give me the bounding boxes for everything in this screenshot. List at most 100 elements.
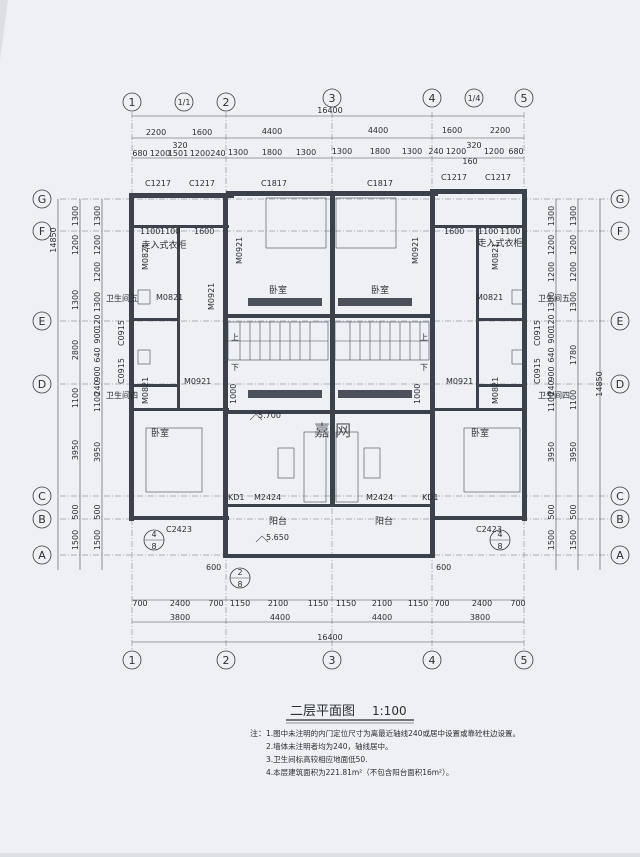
dim-bot-6: 1150 [308,599,328,608]
window-c1817-a: C1817 [261,179,287,188]
door-m0921-a: M0921 [207,283,216,310]
axis-bot-3: 3 [329,654,336,667]
dim-inner-1100-b: 1100 [160,227,180,236]
title-block: 二层平面图 1:100 [286,704,414,724]
top-window-labels: C1217 C1217 C1817 C1817 C1217 C1217 [145,173,511,188]
axis-bot-1: 1 [129,654,136,667]
dim-inner-1000-a: 1000 [229,384,238,404]
axis-top-1: 1 [129,96,136,109]
dim-left-i7: 640 [93,347,102,362]
dim-top2-10: 1800 [370,147,390,156]
axis-top-3: 3 [329,92,336,105]
door-labels: M0821 M0821 M0821 M0821 M0821 M0821 M092… [117,237,542,534]
dim-left-o4: 2800 [71,340,80,360]
door-m2424-a: M2424 [254,493,281,502]
dim-right-o6: 1100 [569,390,578,410]
door-kd1-b: KD1 [422,493,439,502]
inner-dimensions: 1100 1100 1600 1600 1100 1100 1000 1000 … [140,227,520,572]
dim-top2-8: 1300 [296,148,316,157]
dim-top2-7: 1800 [262,148,282,157]
dim-left-o3: 1300 [71,290,80,310]
door-m0921-c: M0921 [411,237,420,264]
walls [129,189,527,558]
dim-left-i12: 500 [93,504,102,519]
dim-left-i6: 900 [93,328,102,343]
dim-top-small-1: 320 [172,141,187,150]
window-c0915-b: C0915 [117,358,126,384]
section-marks: 4 8 4 8 2 8 [143,529,511,589]
dim-bot2-4: 3800 [470,613,490,622]
dim-right-total: 14850 [595,371,604,396]
dim-bot-1: 700 [132,599,147,608]
dim-right-i1: 1300 [547,206,556,226]
axis-left-b: B [38,513,46,526]
window-c1217-a: C1217 [145,179,171,188]
door-m0921-e: M0921 [446,377,473,386]
room-bathroom-5-left: 卫生间五 [106,293,138,303]
axis-right-b: B [616,513,624,526]
dim-top-6: 2200 [490,126,510,135]
window-c2423-b: C2423 [476,525,502,534]
dim-right-i11: 3950 [547,442,556,462]
axis-top-2: 2 [223,96,230,109]
dim-right-i3: 1200 [547,262,556,282]
dim-top2-1: 680 [132,149,147,158]
room-closet-left: 走入式衣柜 [141,239,186,251]
dim-top-small-3: 160 [462,157,477,166]
dim-top2-15: 680 [508,147,523,156]
axis-left-f: F [39,225,45,238]
dim-left-o5: 1100 [71,388,80,408]
dim-top-2: 1600 [192,128,212,137]
level-floor: 5.700 [258,411,281,420]
room-closet-right: 走入式衣柜 [477,237,522,249]
dim-top2-2: 1200 [150,149,170,158]
dim-left-i11: 3950 [93,442,102,462]
door-m0821-f: M0821 [491,377,500,404]
window-c0915-d: C0915 [533,358,542,384]
dim-left-i8: 900 [93,366,102,381]
dim-inner-1100-c: 1100 [478,227,498,236]
section-a-num: 4 [151,530,156,539]
dim-right-o3: 1200 [569,262,578,282]
dim-top-1: 2200 [146,128,166,137]
axis-right-d: D [616,378,624,391]
section-b-num: 4 [497,530,502,539]
dim-inner-600-b: 600 [436,563,451,572]
window-c0915-a: C0915 [117,320,126,346]
door-m0921-b: M0921 [235,237,244,264]
furniture [137,197,525,503]
axis-top-5: 5 [521,92,528,105]
dim-right-i9: 240 [547,380,556,395]
dim-top2-11: 1300 [402,147,422,156]
axis-right-c: C [616,490,624,503]
dim-bot-11: 2400 [472,599,492,608]
dim-right-i8: 900 [547,366,556,381]
section-b-sheet: 8 [497,542,502,551]
dim-left-total: 14850 [49,227,58,252]
dim-left-i3: 1200 [93,262,102,282]
window-c1217-d: C1217 [485,173,511,182]
notes: 注： 1.图中未注明的内门定位尺寸为离最近轴线240或居中设置或靠砼柱边设置。 … [250,728,520,777]
stairs: 上 下 上 下 [227,298,430,398]
room-bedroom-4: 卧室 [471,427,489,439]
dim-bot-12: 700 [510,599,525,608]
door-m0921-d: M0921 [184,377,211,386]
axis-top: 1 1/1 2 3 4 1/4 5 [122,88,534,112]
dim-right-i5: 120 [547,314,556,329]
dim-right-i13: 1500 [547,530,556,550]
axis-bottom: 1 2 3 4 5 [122,650,534,670]
dim-inner-1100-d: 1100 [500,227,520,236]
axis-left-c: C [38,490,46,503]
axis-bot-4: 4 [429,654,436,667]
dim-top2-12: 240 [428,147,443,156]
door-m0821-e: M0821 [141,377,150,404]
section-c-num: 2 [237,568,242,577]
dim-inner-1100-a: 1100 [140,227,160,236]
window-c0915-c: C0915 [533,320,542,346]
dim-right-o2: 1200 [569,235,578,255]
dim-right-i10: 1100 [547,392,556,412]
room-balcony-right: 阳台 [375,515,393,527]
dim-top-3: 4400 [262,127,282,136]
